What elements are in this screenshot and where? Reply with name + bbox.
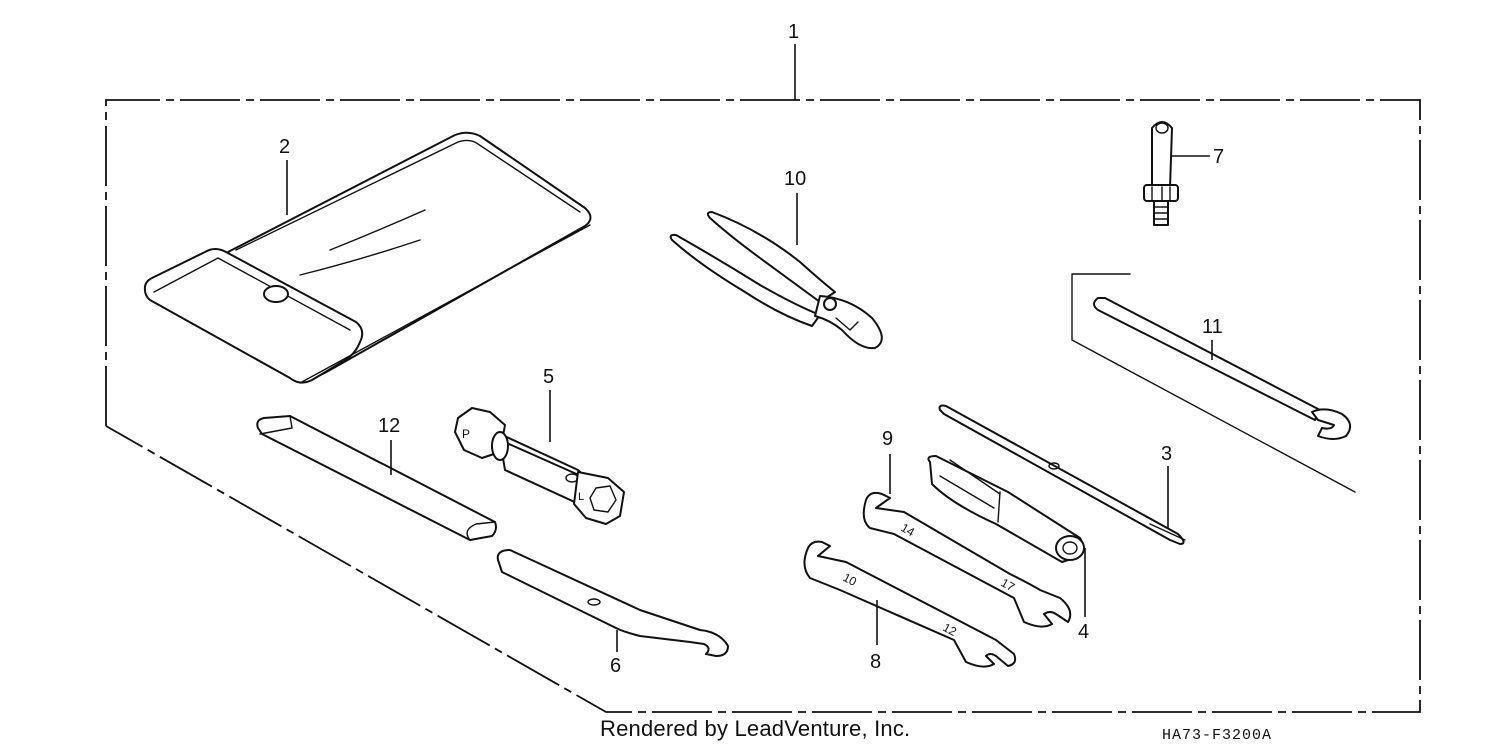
wrench-9-marking-b: 17 [999,575,1018,594]
plug-wrench-marking-a: P [462,427,470,441]
wrench-10-12-drawing[interactable]: 10 12 [803,540,1017,668]
tool-bag-drawing[interactable] [143,131,592,384]
svg-text:6: 6 [610,655,621,677]
svg-text:8: 8 [870,651,881,673]
diagram-code: HA73-F3200A [1162,727,1273,744]
callout-11[interactable]: 11 [1202,316,1223,360]
screwdriver-handle-drawing[interactable] [927,455,1085,563]
plug-wrench-marking-b: L [578,491,584,503]
callout-2[interactable]: 2 [279,136,290,215]
pliers-drawing[interactable] [669,211,883,350]
callout-1[interactable]: 1 [788,21,799,100]
svg-text:11: 11 [1202,316,1223,338]
plug-wrench-drawing[interactable]: P L [454,407,625,525]
wrench-8-marking-a: 10 [841,570,860,589]
svg-text:1: 1 [788,21,799,43]
wrench-bar-drawing[interactable] [1071,273,1356,493]
extension-bar-drawing[interactable] [256,415,497,541]
callout-12[interactable]: 12 [378,415,400,475]
callout-10[interactable]: 10 [784,168,806,245]
callout-6[interactable]: 6 [610,630,621,677]
svg-text:4: 4 [1078,621,1089,643]
wrench-8-marking-b: 12 [941,620,960,639]
callout-3[interactable]: 3 [1161,443,1172,528]
svg-text:5: 5 [543,366,554,388]
svg-text:7: 7 [1213,146,1224,168]
kit-frame [105,99,1421,713]
svg-text:9: 9 [882,428,893,450]
callout-9[interactable]: 9 [882,428,893,494]
wrench-9-marking-a: 14 [899,520,918,539]
svg-text:10: 10 [784,168,806,190]
knob-tool-drawing[interactable] [1143,121,1179,226]
svg-text:2: 2 [279,136,290,158]
wrench-14-17-drawing[interactable]: 14 17 [862,491,1072,628]
callout-8[interactable]: 8 [870,600,881,673]
pin-spanner-drawing[interactable] [496,549,729,657]
callout-5[interactable]: 5 [543,366,554,442]
screwdriver-blade-drawing[interactable] [938,404,1186,545]
callout-7[interactable]: 7 [1172,146,1224,168]
callout-4[interactable]: 4 [1078,548,1089,643]
footer-credit: Rendered by LeadVenture, Inc. [600,716,911,741]
svg-text:3: 3 [1161,443,1172,465]
svg-text:12: 12 [378,415,400,437]
